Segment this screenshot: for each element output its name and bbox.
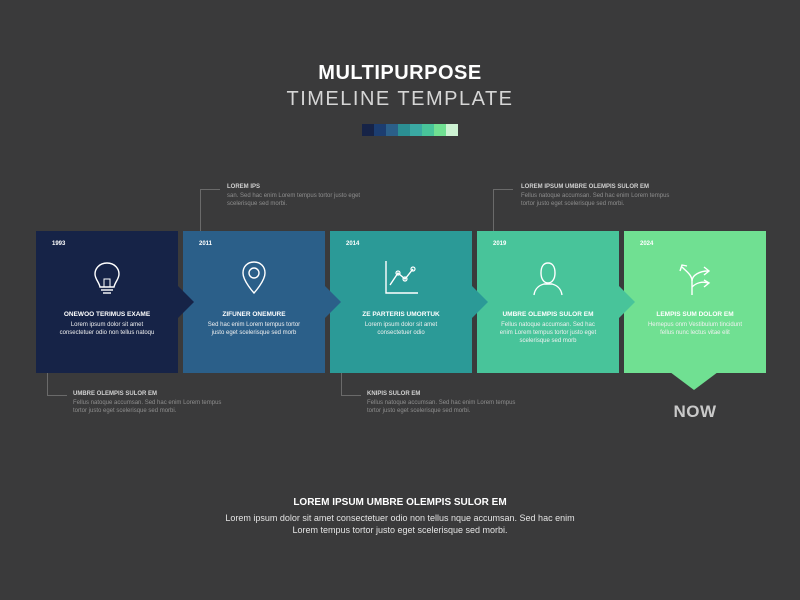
callout-note: UMBRE OLEMPIS SULOR EM Fellus natoque ac… bbox=[73, 391, 223, 415]
user-icon bbox=[533, 262, 563, 296]
swatch bbox=[386, 124, 398, 136]
callout-line bbox=[341, 373, 342, 395]
callout-note: LOREM IPSUM UMBRE OLEMPIS SULOR EM Fellu… bbox=[521, 184, 671, 208]
callout-note: LOREM IPS san. Sed hac enim Lorem tempus… bbox=[227, 184, 377, 208]
map-pin-icon bbox=[242, 261, 266, 295]
step-title: ZE PARTERIS UMORTUK bbox=[362, 311, 440, 318]
now-label: NOW bbox=[673, 402, 717, 421]
note-heading: UMBRE OLEMPIS SULOR EM bbox=[73, 391, 158, 397]
note-text: san. Sed hac enim Lorem tempus tortor ju… bbox=[227, 193, 361, 207]
step-title: ZIFUNER ONEMURE bbox=[222, 311, 286, 318]
callout-line bbox=[47, 373, 48, 395]
step-title: UMBRE OLEMPIS SULOR EM bbox=[502, 311, 594, 318]
footer-body: Lorem ipsum dolor sit amet consectetuer … bbox=[225, 513, 575, 535]
swatch bbox=[398, 124, 410, 136]
step-title: LEMPIS SUM DOLOR EM bbox=[656, 311, 734, 318]
step-year: 2014 bbox=[346, 241, 360, 247]
line-chart-icon bbox=[385, 261, 418, 294]
step-title: ONEWOO TERIMUS EXAME bbox=[63, 311, 151, 318]
step-connector-arrow bbox=[472, 286, 488, 318]
note-text: Fellus natoque accumsan. Sed hac enim Lo… bbox=[73, 400, 222, 414]
timeline-step-2019: 2019 UMBRE OLEMPIS SULOR EM Fellus natoq… bbox=[477, 231, 619, 373]
callout-note: KNIPIS SULOR EM Fellus natoque accumsan.… bbox=[367, 391, 517, 415]
note-text: Fellus natoque accumsan. Sed hac enim Lo… bbox=[367, 400, 516, 414]
step-body: Sed hac enim Lorem tempus tortor justo e… bbox=[207, 322, 301, 336]
now-pointer-arrow bbox=[670, 372, 718, 390]
note-heading: KNIPIS SULOR EM bbox=[367, 391, 421, 397]
step-connector-arrow bbox=[619, 286, 635, 318]
color-palette bbox=[362, 124, 458, 136]
callout-line bbox=[47, 395, 67, 396]
step-year: 2019 bbox=[493, 241, 507, 247]
timeline-step-2011: 2011 ZIFUNER ONEMURE Sed hac enim Lorem … bbox=[183, 231, 325, 373]
step-connector-arrow bbox=[178, 286, 194, 318]
note-heading: LOREM IPS bbox=[227, 184, 261, 190]
note-heading: LOREM IPSUM UMBRE OLEMPIS SULOR EM bbox=[521, 184, 650, 190]
callout-line bbox=[200, 189, 220, 190]
callout-line bbox=[341, 395, 361, 396]
timeline-step-2014: 2014 ZE PARTERIS UMORTUK Lorem ipsum dol… bbox=[330, 231, 472, 373]
step-body: Fellus natoque accumsan. Sed hac enim Lo… bbox=[499, 322, 597, 344]
swatch bbox=[446, 124, 458, 136]
note-text: Fellus natoque accumsan. Sed hac enim Lo… bbox=[521, 193, 670, 207]
main-title: MULTIPURPOSE bbox=[318, 62, 482, 84]
callout-line bbox=[493, 189, 513, 190]
lightbulb-icon bbox=[94, 262, 120, 294]
swatch bbox=[422, 124, 434, 136]
step-year: 1993 bbox=[52, 241, 66, 247]
step-connector-arrow bbox=[325, 286, 341, 318]
swatch bbox=[374, 124, 386, 136]
sub-title: TIMELINE TEMPLATE bbox=[286, 88, 514, 110]
timeline-step-1993: 1993 ONEWOO TERIMUS EXAME Lorem ipsum do… bbox=[36, 231, 178, 373]
timeline-step-2024: 2024 LEMPIS SUM DOLOR EM Hemepus onm Ves… bbox=[624, 231, 766, 373]
step-body: Lorem ipsum dolor sit amet consectetuer … bbox=[364, 322, 438, 336]
step-body: Hemepus onm Vestibulum tincidunt fellus … bbox=[647, 322, 743, 336]
callout-line bbox=[200, 189, 201, 231]
swatch bbox=[410, 124, 422, 136]
swatch bbox=[434, 124, 446, 136]
footer-heading: LOREM IPSUM UMBRE OLEMPIS SULOR EM bbox=[293, 497, 507, 508]
step-body: Lorem ipsum dolor sit amet consectetuer … bbox=[59, 322, 155, 336]
step-year: 2011 bbox=[199, 241, 213, 247]
callout-line bbox=[493, 189, 494, 231]
swatch bbox=[362, 124, 374, 136]
direction-arrows-icon bbox=[679, 264, 711, 295]
step-year: 2024 bbox=[640, 241, 654, 247]
